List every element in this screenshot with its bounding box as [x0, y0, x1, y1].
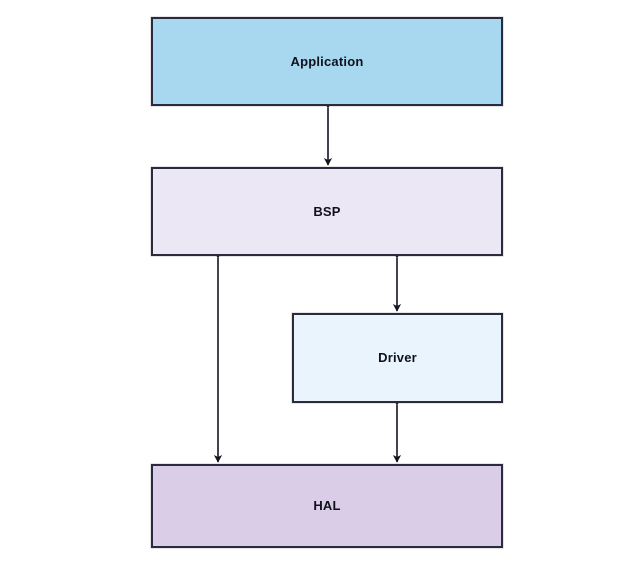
node-application[interactable]: Application	[151, 17, 503, 106]
node-bsp-label: BSP	[313, 203, 341, 219]
node-driver-label: Driver	[378, 350, 417, 366]
node-hal-label: HAL	[313, 498, 341, 514]
node-driver[interactable]: Driver	[292, 313, 503, 403]
node-application-label: Application	[290, 53, 364, 69]
node-hal[interactable]: HAL	[151, 464, 503, 548]
node-bsp[interactable]: BSP	[151, 167, 503, 256]
